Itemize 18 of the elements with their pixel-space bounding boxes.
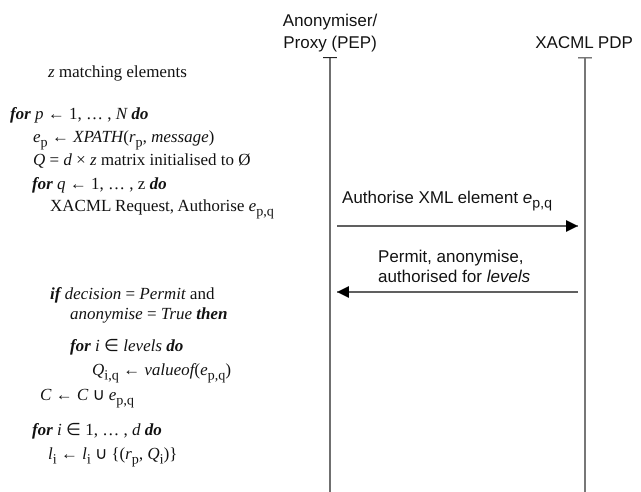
pseudocode-line: Q = d × z matrix initialised to Ø [33,150,251,170]
pseudocode-line: XACML Request, Authorise e$_{p,q}$ [50,196,274,222]
message-arrow [337,286,578,298]
pseudocode-line: Q$_{i,q}$ ← valueof(e$_{p,q}$) [92,360,231,386]
participant-label: XACML PDP [534,32,634,54]
pseudocode-line: if decision = Permit and anonymise = True then [50,284,228,324]
pseudocode-line: e$_{p}$ ← XPATH(r$_{p}$, message) [33,127,214,152]
pseudocode-line: l$_{i}$ ← l$_{i}$ ∪ {(r$_{p}$, Q$_{i}$)} [48,444,178,470]
pseudocode-line: for i ∈ 1, … , d do [32,420,162,440]
pseudocode-line: z matching elements [48,62,187,82]
participant-label: Anonymiser/ Proxy (PEP) [282,10,378,54]
lifeline [323,57,337,492]
pseudocode-line: C ← C ∪ e$_{p,q}$ [40,385,134,410]
pseudocode-line: for p ← 1, … , N do [10,104,148,124]
message-arrow [337,220,578,232]
pseudocode-line: for i ∈ levels do [70,336,184,356]
lifeline [578,57,592,492]
pseudocode-line: for q ← 1, … , z do [32,174,167,194]
